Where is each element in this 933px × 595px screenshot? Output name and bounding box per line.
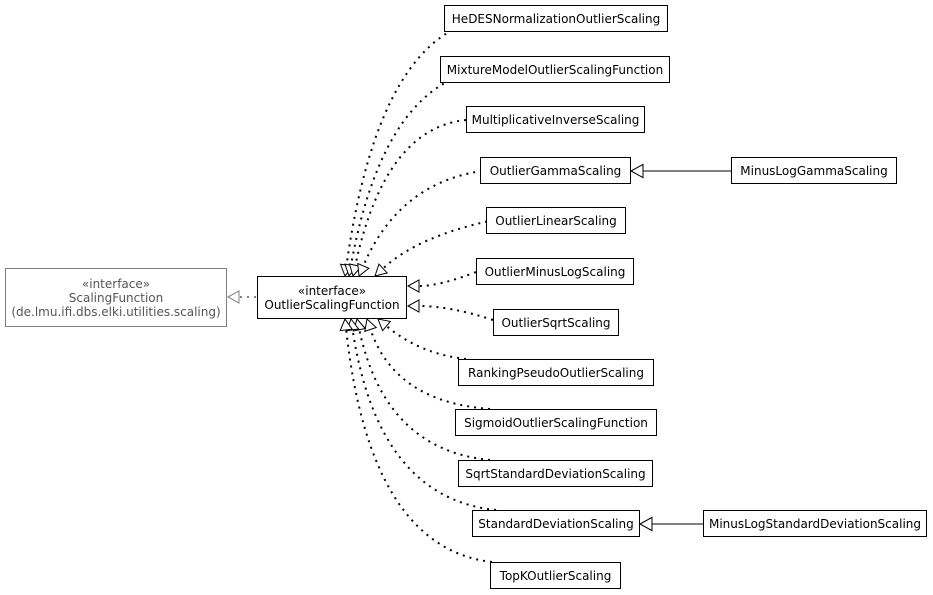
hollow-arrowhead bbox=[374, 263, 389, 277]
realization-edge bbox=[385, 325, 467, 360]
class-name-label: SqrtStandardDeviationScaling bbox=[465, 466, 646, 481]
realization-edge bbox=[362, 169, 490, 267]
class-node[interactable]: OutlierLinearScaling bbox=[486, 207, 626, 234]
realization-edge bbox=[418, 305, 494, 321]
stereotype-label: «interface» bbox=[81, 276, 151, 291]
class-node[interactable]: HeDESNormalizationOutlierScaling bbox=[444, 5, 668, 32]
class-name-label: SigmoidOutlierScalingFunction bbox=[464, 415, 648, 430]
hollow-arrowhead bbox=[406, 299, 420, 313]
class-name-label: OutlierSqrtScaling bbox=[501, 315, 611, 330]
class-node[interactable]: SqrtStandardDeviationScaling bbox=[458, 460, 653, 487]
hollow-arrowhead bbox=[638, 516, 653, 532]
hollow-arrowhead bbox=[364, 318, 378, 333]
hollow-arrowhead bbox=[406, 279, 420, 293]
scaling-function-node[interactable]: «interface» ScalingFunction (de.lmu.ifi.… bbox=[5, 268, 227, 327]
realization-edge bbox=[354, 119, 467, 266]
class-name-label: OutlierGammaScaling bbox=[489, 163, 622, 178]
class-name-label: MinusLogGammaScaling bbox=[740, 163, 888, 178]
subclass-node[interactable]: MinusLogGammaScaling bbox=[731, 157, 897, 184]
class-name-label: OutlierLinearScaling bbox=[495, 213, 617, 228]
class-node[interactable]: MultiplicativeInverseScaling bbox=[466, 106, 645, 133]
class-name-label: HeDESNormalizationOutlierScaling bbox=[451, 11, 661, 26]
stereotype-label: «interface» bbox=[297, 283, 367, 298]
package-label: (de.lmu.ifi.dbs.elki.utilities.scaling) bbox=[11, 304, 221, 319]
class-node[interactable]: RankingPseudoOutlierScaling bbox=[458, 359, 654, 386]
class-name-label: OutlierScalingFunction bbox=[264, 297, 400, 312]
hollow-arrowhead bbox=[357, 262, 370, 277]
class-name-label: TopKOutlierScaling bbox=[499, 568, 612, 583]
class-name-label: OutlierMinusLogScaling bbox=[484, 264, 626, 279]
class-name-label: StandardDeviationScaling bbox=[478, 516, 634, 531]
class-name-label: MixtureModelOutlierScalingFunction bbox=[446, 62, 664, 77]
hollow-arrowhead bbox=[226, 290, 240, 304]
class-node[interactable]: OutlierSqrtScaling bbox=[493, 309, 619, 336]
class-node[interactable]: OutlierMinusLogScaling bbox=[476, 258, 634, 285]
class-name-label: RankingPseudoOutlierScaling bbox=[468, 365, 644, 380]
class-name-label: MinusLogStandardDeviationScaling bbox=[708, 516, 922, 531]
hollow-arrowhead bbox=[339, 317, 354, 332]
class-node[interactable]: MixtureModelOutlierScalingFunction bbox=[440, 56, 670, 83]
class-node[interactable]: StandardDeviationScaling bbox=[472, 510, 640, 537]
class-name-label: ScalingFunction bbox=[68, 290, 164, 305]
hollow-arrowhead bbox=[377, 318, 392, 332]
realization-edge bbox=[349, 68, 491, 266]
class-name-label: MultiplicativeInverseScaling bbox=[471, 112, 640, 127]
class-node[interactable]: SigmoidOutlierScalingFunction bbox=[455, 409, 657, 436]
class-node[interactable]: OutlierGammaScaling bbox=[480, 157, 631, 184]
realization-edge bbox=[351, 329, 497, 511]
subclass-node[interactable]: MinusLogStandardDeviationScaling bbox=[703, 510, 927, 537]
class-node[interactable]: TopKOutlierScaling bbox=[490, 562, 621, 589]
realization-edge bbox=[418, 271, 477, 287]
outlier-scaling-function-node[interactable]: «interface» OutlierScalingFunction bbox=[257, 276, 407, 319]
hollow-arrowhead bbox=[629, 163, 644, 179]
